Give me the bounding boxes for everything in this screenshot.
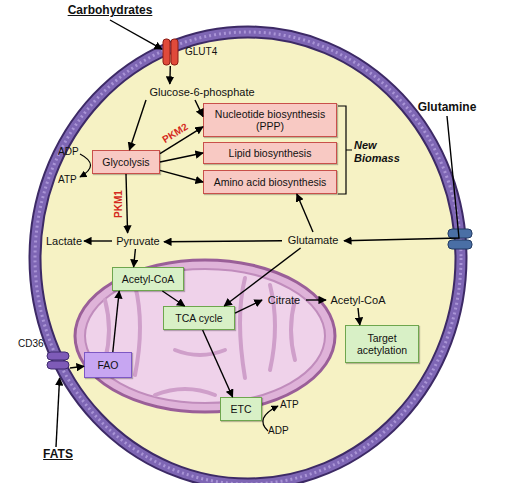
metabolite: Glucose-6-phosphate <box>132 84 272 100</box>
cell-membrane <box>35 32 461 483</box>
process-box: FAO <box>84 352 132 378</box>
flow-arrow <box>126 174 128 233</box>
process-box: Glycolysis <box>92 150 160 174</box>
flow-arrow <box>134 249 136 267</box>
transporter: GLUT4 <box>162 38 226 66</box>
flow-arrow <box>344 116 459 241</box>
process-box: Target acetylation <box>345 325 419 363</box>
node-text: Target acetylation <box>348 332 416 356</box>
transporter-icon <box>18 350 70 372</box>
flow-arrow <box>224 248 300 306</box>
energy-label: ATP <box>280 399 299 410</box>
energy-label: ADP <box>58 146 79 157</box>
process-box: ETC <box>220 397 262 421</box>
flow-arrow <box>203 330 233 397</box>
flow-arrow <box>162 291 184 306</box>
process-box: Acetyl-CoA <box>112 267 184 291</box>
node-text: FATS <box>43 448 73 462</box>
flow-arrow <box>160 153 203 162</box>
cristae <box>105 278 295 395</box>
node-text: Glutamine <box>418 101 477 115</box>
node-text: ETC <box>231 403 252 415</box>
process-box: Lipid biosynthesis <box>203 142 337 164</box>
flow-arrow <box>195 100 203 117</box>
process-box: Amino acid biosynthesis <box>203 170 337 194</box>
node-text: CD36 <box>18 338 44 350</box>
flow-arrow <box>160 170 203 182</box>
node-text: Glycolysis <box>102 156 149 168</box>
transporter-icon <box>162 38 180 66</box>
flow-arrow <box>110 20 162 49</box>
energy-label: ADP <box>268 425 289 436</box>
energy-label: ATP <box>58 174 77 185</box>
node-text: TCA cycle <box>175 312 222 324</box>
node-text: GLUT4 <box>185 46 217 58</box>
input-label: Carbohydrates <box>60 2 160 20</box>
mitochondrion <box>75 260 335 412</box>
node-text: Lactate <box>46 235 82 248</box>
cell-membrane <box>35 32 461 483</box>
metabolite: Citrate <box>262 292 306 308</box>
node-text: Pyruvate <box>116 235 159 248</box>
node-text: Citrate <box>268 294 300 307</box>
node-text: Amino acid biosynthesis <box>214 176 327 188</box>
flow-arrow <box>164 241 282 242</box>
cell-membrane <box>35 32 461 483</box>
process-box: Nucleotide biosynthesis (PPP) <box>203 103 337 137</box>
flow-arrow <box>235 300 262 313</box>
node-text: Glutamate <box>288 234 339 247</box>
flow-arrow <box>169 66 171 84</box>
metabolite: Glutamate <box>282 232 344 248</box>
node-text: FAO <box>97 359 118 371</box>
group-label: New Biomass <box>354 139 406 164</box>
flow-arrow <box>306 299 326 300</box>
process-box: TCA cycle <box>163 306 235 330</box>
flow-arrow <box>84 240 112 241</box>
metabolite: Lactate <box>44 233 84 249</box>
node-text: Acetyl-CoA <box>330 294 385 307</box>
node-text: Acetyl-CoA <box>122 273 175 285</box>
enzyme-label: PKM1 <box>113 190 124 218</box>
node-text: Nucleotide biosynthesis (PPP) <box>206 108 334 132</box>
flow-arrow <box>297 194 313 232</box>
input-label: FATS <box>38 447 78 463</box>
node-text: Lipid biosynthesis <box>229 147 312 159</box>
node-text: Carbohydrates <box>68 4 153 18</box>
bracket <box>338 106 352 194</box>
metabolite: Acetyl-CoA <box>326 292 390 308</box>
flow-arrow <box>129 100 146 150</box>
input-label: Glutamine <box>410 100 484 116</box>
atp-arrow <box>80 154 91 177</box>
transporter: CD36 <box>18 338 70 378</box>
flow-arrow <box>113 291 119 352</box>
flow-arrow <box>70 366 84 368</box>
transporter-icon <box>448 229 472 249</box>
flow-arrow <box>358 308 360 325</box>
node-text: Glucose-6-phosphate <box>149 86 254 99</box>
flow-arrow <box>56 378 60 447</box>
metabolite: Pyruvate <box>112 233 164 249</box>
